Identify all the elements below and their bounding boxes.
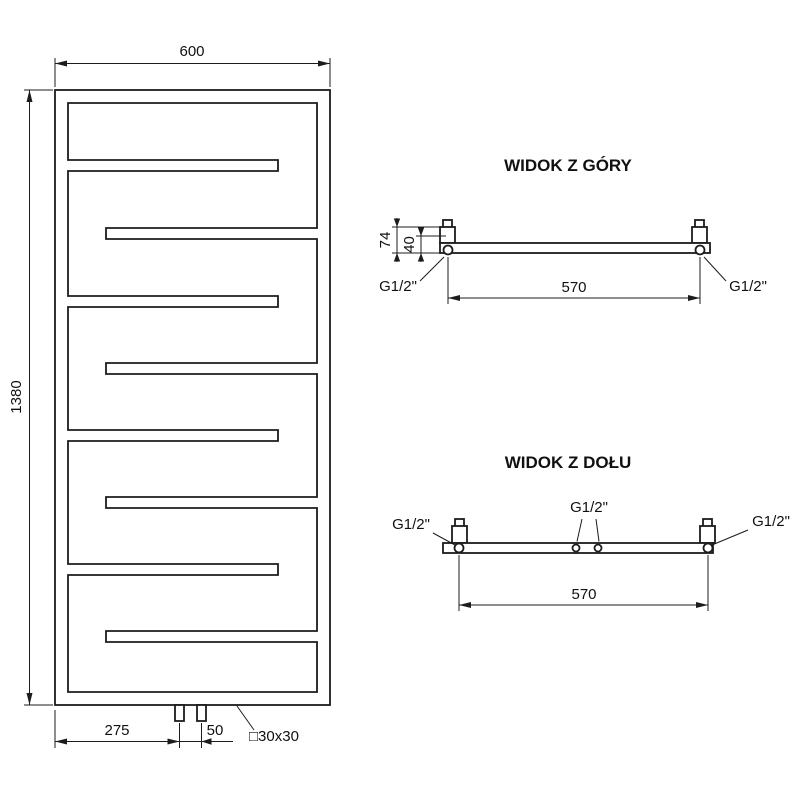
connection-stub-left (174, 704, 185, 722)
connection-stub-right (196, 704, 207, 722)
arrowhead (201, 738, 212, 745)
dimension-bottom-connections: 275 50 (54, 710, 233, 748)
connection-port-center-2 (593, 543, 603, 553)
profile-callout: □30x30 (236, 705, 299, 745)
dimension-depth: 74 40 (377, 218, 446, 262)
dimension-span-top: 570 (447, 257, 701, 304)
dim-inner-depth-label: 40 (401, 236, 418, 253)
arrowhead (417, 227, 425, 236)
radiator-outer-frame (54, 89, 331, 706)
leader-line (576, 518, 583, 542)
thread-label-right: G1/2" (752, 513, 790, 530)
top-view-title: WIDOK Z GÓRY (504, 156, 632, 175)
thread-callout-left: G1/2" (392, 516, 456, 546)
connection-port-left (442, 244, 454, 256)
thread-label-left: G1/2" (379, 278, 417, 295)
dimension-width: 600 (54, 43, 331, 87)
leader-line (236, 705, 255, 731)
bottom-view-title: WIDOK Z DOŁU (505, 453, 632, 472)
connection-port-right (702, 542, 714, 554)
dim-depth-label: 74 (377, 232, 394, 249)
front-view: 600 1380 275 50 □30x30 (8, 43, 331, 748)
thread-label-left: G1/2" (392, 516, 430, 533)
arrowhead (393, 218, 401, 227)
dim-span-label: 570 (561, 279, 586, 296)
dim-width-label: 600 (179, 43, 204, 60)
leader-line (703, 256, 727, 282)
thread-callout-center: G1/2" (570, 499, 608, 542)
valve-body-right (699, 525, 716, 544)
radiator-profile-bar (439, 242, 711, 254)
dimension-span-bottom: 570 (458, 555, 709, 611)
thread-callout-right: G1/2" (711, 513, 790, 546)
valve-body-right (691, 226, 708, 244)
thread-label-center: G1/2" (570, 499, 608, 516)
arrowhead (393, 253, 401, 262)
dim-offset-label: 275 (104, 722, 129, 739)
valve-body-left (439, 226, 456, 244)
thread-callout-right: G1/2" (703, 256, 767, 295)
leader-line (419, 256, 445, 282)
arrowhead (417, 253, 425, 262)
bottom-view: WIDOK Z DOŁU G1/2" G1/2" G1/2" 570 (392, 453, 790, 611)
dim-span-label: 570 (571, 586, 596, 603)
connection-port-center-1 (571, 543, 581, 553)
top-view: WIDOK Z GÓRY 74 40 G1/2" G (377, 156, 767, 304)
leader-line (595, 518, 600, 542)
profile-label: □30x30 (249, 728, 299, 745)
dimension-height: 1380 (8, 89, 53, 706)
leader-line (432, 532, 456, 546)
dim-height-label: 1380 (8, 380, 25, 413)
thread-label-right: G1/2" (729, 278, 767, 295)
leader-line (711, 529, 749, 546)
thread-callout-left: G1/2" (379, 256, 445, 295)
valve-body-left (451, 525, 468, 544)
connection-port-right (694, 244, 706, 256)
connection-port-left (453, 542, 465, 554)
dim-spacing-label: 50 (207, 722, 224, 739)
serpentine-panel (67, 102, 318, 693)
